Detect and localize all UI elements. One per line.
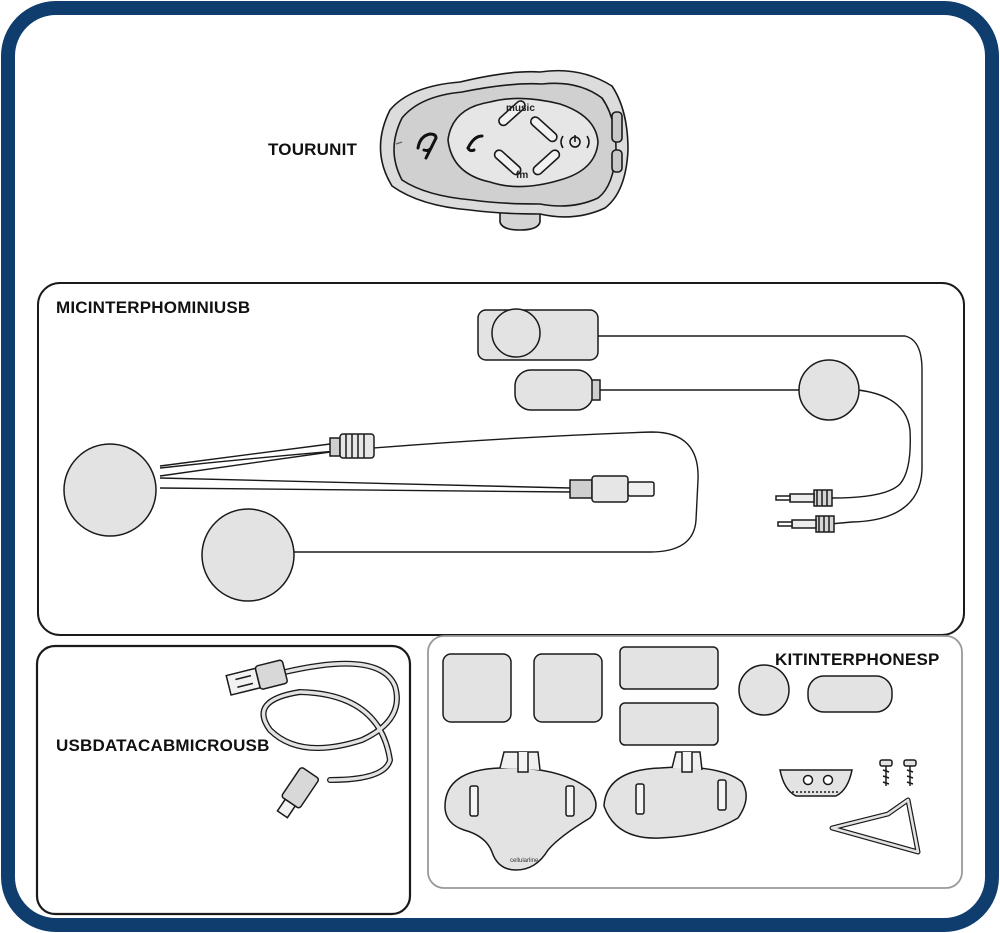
kit-sp-parts — [442, 646, 921, 871]
adhesive-pad-rect — [619, 702, 719, 746]
speaker-cable-loop — [159, 431, 699, 553]
clip-bracket — [779, 769, 853, 797]
boom-mic — [514, 369, 594, 411]
speaker-right — [201, 508, 295, 602]
screw — [879, 759, 893, 786]
key-down-right — [532, 149, 561, 176]
adhesive-pad-square — [442, 653, 512, 723]
fm-button-label: fm — [516, 170, 529, 181]
jack-connector-female — [329, 433, 375, 459]
kit-sp-label: KITINTERPHONESP — [775, 650, 940, 669]
mic-disc — [798, 359, 860, 421]
usb-cable — [225, 659, 400, 819]
power-icon — [560, 135, 590, 149]
adhesive-pad-oval — [807, 675, 893, 713]
usb-cable-label: USBDATACABMICROUSB — [56, 736, 270, 755]
helmet-mount-left — [444, 751, 597, 871]
adhesive-pad-square — [533, 653, 603, 723]
key-up-right — [530, 116, 558, 143]
kit-sp-panel — [427, 635, 963, 889]
speaker-left — [63, 443, 157, 537]
side-button — [611, 149, 623, 173]
side-button — [611, 111, 623, 143]
helmet-mount-right — [603, 751, 747, 839]
adhesive-pad-round — [738, 664, 790, 716]
tourunit-device — [379, 69, 629, 231]
mic-kit-panel — [37, 282, 965, 636]
micro-usb-plug — [276, 767, 320, 819]
brand-logo-icon — [416, 132, 438, 160]
tourunit-label: TOURUNIT — [268, 140, 358, 159]
mic-jack-lower — [777, 515, 835, 533]
device-keypad — [447, 97, 599, 188]
mic-cable — [596, 389, 911, 499]
key-down-left — [493, 149, 522, 176]
cable — [159, 487, 571, 493]
mic-cable — [596, 335, 923, 525]
speaker-plug — [569, 475, 655, 503]
mic-kit-parts — [159, 335, 923, 553]
cable — [159, 443, 331, 467]
cable — [159, 477, 571, 489]
music-button-label: music — [506, 103, 535, 114]
mic-kit-label: MICINTERPHOMINIUSB — [56, 298, 251, 317]
mount-logo-text: cellularline — [510, 858, 539, 864]
flat-mic-disc — [491, 308, 541, 358]
screw — [903, 759, 917, 786]
mic-kit-shapes — [63, 308, 860, 602]
phone-icon — [466, 134, 484, 153]
adhesive-pad-rect — [619, 646, 719, 690]
key-up-left — [498, 100, 526, 127]
cable — [159, 451, 331, 477]
usb-a-plug — [225, 659, 288, 696]
usb-cable-panel — [35, 644, 412, 916]
mic-jack-upper — [775, 489, 833, 507]
